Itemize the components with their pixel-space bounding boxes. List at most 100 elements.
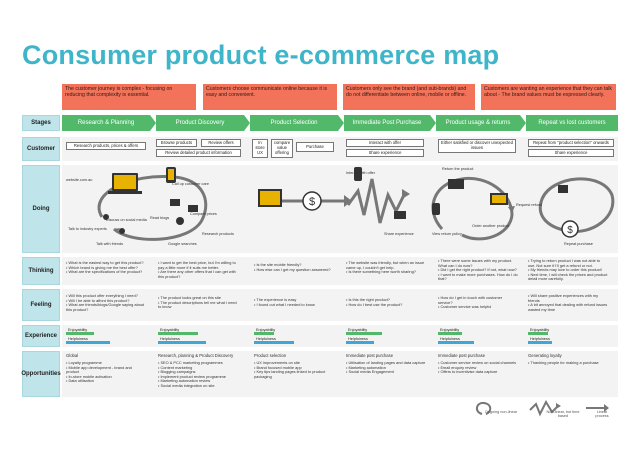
opportunity-cell: • Loyalty programme • Mobile app develop… <box>66 360 132 384</box>
thinking-cell: • The website was friendly, but when an … <box>346 260 425 275</box>
doing-label: Talk with friends <box>96 242 124 246</box>
customer-step: In store UX <box>252 139 268 158</box>
enjoyability-bar <box>438 332 462 335</box>
customer-step: compare value offering <box>271 139 293 158</box>
feeling-lane <box>62 289 618 321</box>
customer-step: Research products, prices & offers <box>66 142 146 150</box>
doing-label: Order another product <box>472 224 510 228</box>
doing-label: website.com.au <box>66 178 93 182</box>
svg-text:$: $ <box>567 225 573 236</box>
opportunity-cell: • UX improvements on site • Brand focuse… <box>254 360 326 379</box>
enjoyability-label: Enjoyability <box>348 328 368 332</box>
opportunity-head: Immediate post purchase <box>438 353 486 358</box>
legend-nonlinear-label: Non-linear, but time based <box>546 410 580 419</box>
thinking-cell: • There were some issues with my product… <box>438 258 518 282</box>
doing-label: Interact with offer <box>346 171 376 175</box>
customer-step: Purchase <box>296 142 334 152</box>
enjoyability-label: Enjoyability <box>256 328 276 332</box>
legend-icons <box>476 400 609 417</box>
enjoyability-label: Enjoyability <box>530 328 550 332</box>
opportunity-head: Immediate post purchase <box>346 353 394 358</box>
opportunity-head: Research, planning & Product Discovery <box>158 353 234 358</box>
helpfulness-bar <box>158 341 206 344</box>
concern-note: The customer journey is complex - focusi… <box>62 84 196 110</box>
row-label-experience: Experience <box>22 325 60 347</box>
customer-step: Share experience <box>346 149 424 157</box>
opportunity-cell: • SEO & PCC marketing programmes • Conte… <box>158 360 226 388</box>
doing-label: Call up customer care <box>172 182 209 186</box>
opportunity-head: Global <box>66 353 79 358</box>
stage-product-usage-returns: Product usage & returns <box>436 115 526 131</box>
enjoyability-bar <box>254 332 274 335</box>
page-title: Consumer product e-commerce map <box>22 40 500 70</box>
enjoyability-label: Enjoyability <box>160 328 180 332</box>
customer-step: Either satisfied or discover unexpected … <box>438 139 516 153</box>
customer-step: Interact with offer <box>346 139 424 147</box>
opportunity-cell: • Customer service review on social chan… <box>438 360 517 375</box>
doing-label: Talk to industry experts <box>68 227 107 231</box>
feeling-cell: • The experience is easy • I found out w… <box>254 297 315 307</box>
customer-step: Review offers <box>201 139 241 147</box>
helpfulness-bar <box>254 341 294 344</box>
doing-label: Request refund <box>516 203 542 207</box>
doing-label: Return the product <box>442 167 474 171</box>
row-label-thinking: Thinking <box>22 257 60 285</box>
customer-step: Repeat from "product selection" onwards <box>528 139 614 147</box>
opportunity-cell: • Utilisation of landing pages and data … <box>346 360 426 375</box>
helpfulness-label: Helpfulness <box>530 337 550 341</box>
enjoyability-bar <box>66 332 94 335</box>
doing-label: Share experience <box>384 232 414 236</box>
nonlinear-time-based-icon <box>529 400 559 417</box>
stage-immediate-post-purchase: Immediate Post Purchase <box>344 115 436 131</box>
stage-product-selection: Product Selection <box>250 115 344 131</box>
feeling-cell: • Is this the right product? • How do I … <box>346 297 403 307</box>
row-label-doing: Doing <box>22 165 60 253</box>
helpfulness-bar <box>438 341 474 344</box>
feeling-cell: • How do I get in touch with customer se… <box>438 295 503 310</box>
row-label-stages: Stages <box>22 115 60 131</box>
legend-linear-label: Linear process <box>595 410 609 419</box>
helpfulness-label: Helpfulness <box>348 337 368 341</box>
doing-label: Research products <box>202 232 234 236</box>
customer-step: Review detailed product information <box>156 149 241 157</box>
helpfulness-label: Helpfulness <box>160 337 180 341</box>
opportunities-lane <box>62 351 618 397</box>
doing-label: Repeat purchase <box>564 242 593 246</box>
opportunity-cell: • Thanking people for making a purchase <box>528 360 599 365</box>
thinking-cell: • Is the site mobile friendly? • How els… <box>254 262 331 272</box>
concern-note: Customers only see the brand (and sub-br… <box>343 84 475 110</box>
stage-product-discovery: Product Discovery <box>156 115 250 131</box>
stage-research-planning: Research & Planning <box>62 115 156 131</box>
doing-label: Compare prices <box>190 212 217 216</box>
helpfulness-label: Helpfulness <box>256 337 276 341</box>
doing-label: View return policy <box>432 232 462 236</box>
enjoyability-bar <box>528 332 548 335</box>
feeling-cell: • Will share positive experiences with m… <box>528 293 608 312</box>
customer-step: Share experience <box>528 149 614 157</box>
row-label-opportunities: Opportunities <box>21 351 61 397</box>
customer-lane <box>62 137 618 161</box>
concern-note: Customers choose communicate online beca… <box>203 84 337 110</box>
thinking-cell: • What is the easiest way to get this pr… <box>66 260 144 275</box>
thinking-cell: • Trying to return product I was not abl… <box>528 258 608 282</box>
helpfulness-label: Helpfulness <box>68 337 88 341</box>
thinking-lane <box>62 257 618 285</box>
ongoing-nonlinear-icon <box>476 401 492 415</box>
doing-label: Google searches <box>168 242 197 246</box>
legend-ongoing-label: Ongoing non-linear <box>484 410 518 414</box>
enjoyability-label: Enjoyability <box>68 328 88 332</box>
customer-step: Browse products <box>156 139 197 147</box>
helpfulness-bar <box>346 341 374 344</box>
helpfulness-bar <box>66 341 110 344</box>
svg-text:$: $ <box>309 196 315 208</box>
row-label-feeling: Feeling <box>22 289 60 321</box>
enjoyability-bar <box>158 332 198 335</box>
stage-repeat-vs-lost: Repeat vs lost customers <box>526 115 618 131</box>
concern-note: Customers are wanting an experience that… <box>481 84 616 110</box>
enjoyability-bar <box>346 332 382 335</box>
feeling-cell: • The product looks great on this site •… <box>158 295 237 310</box>
doing-label: Read blogs <box>150 216 170 220</box>
row-label-customer: Customer <box>22 137 60 161</box>
doing-label: Discuss on social media <box>106 218 147 222</box>
feeling-cell: • Will this product offer everything I n… <box>66 293 145 312</box>
